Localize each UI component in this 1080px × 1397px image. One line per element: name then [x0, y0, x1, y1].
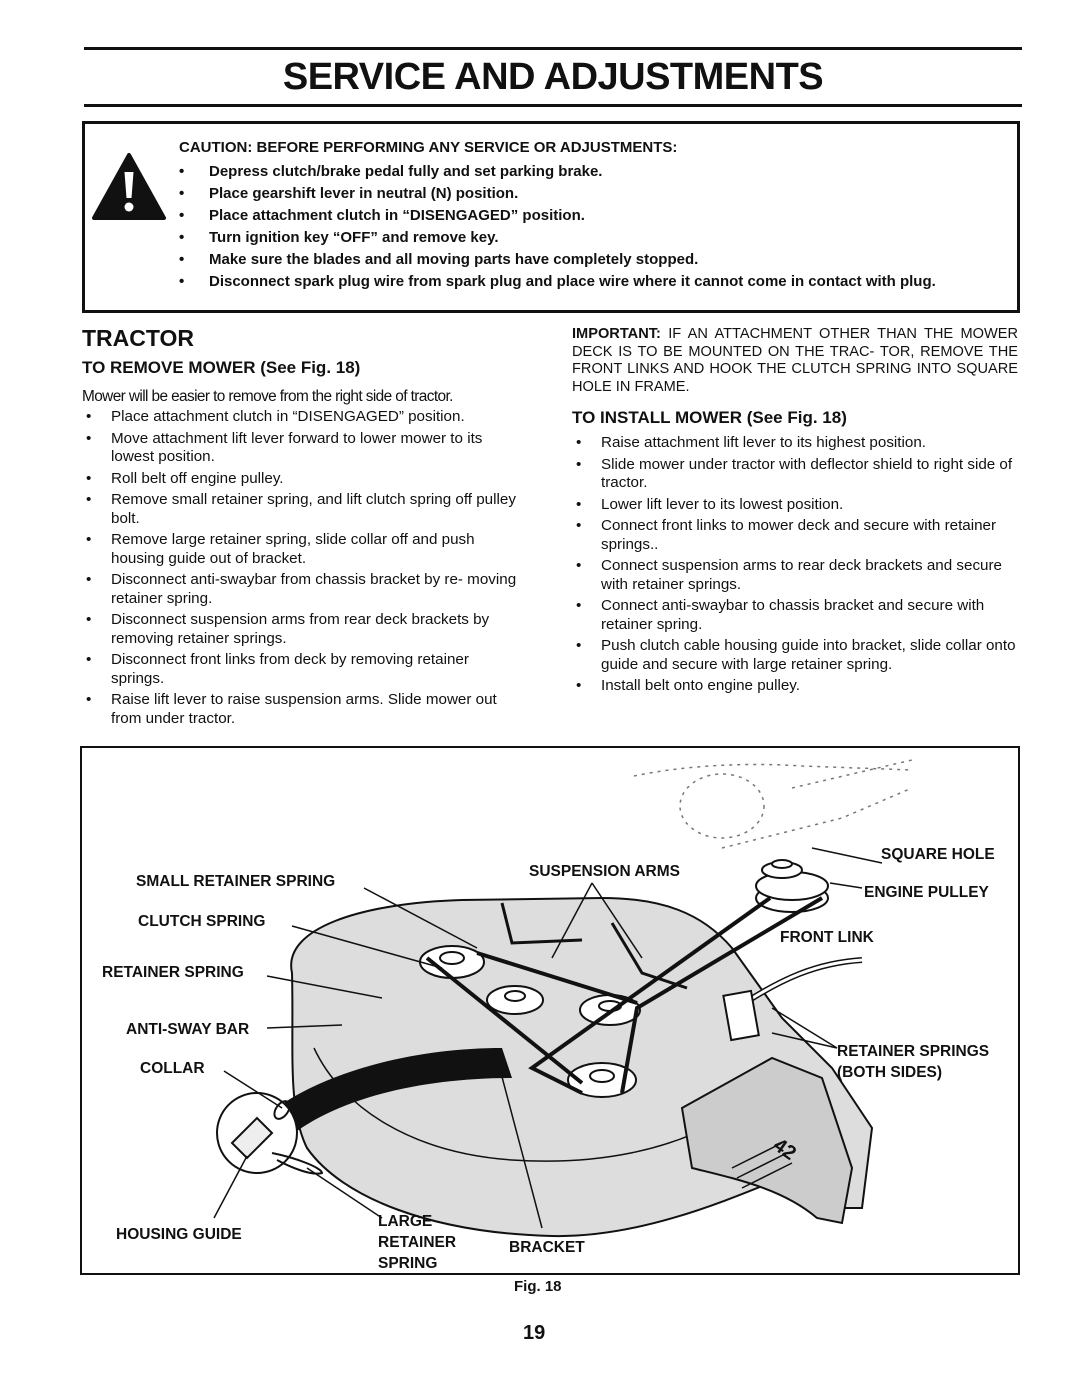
remove-mower-heading: TO REMOVE MOWER (See Fig. 18) — [82, 358, 361, 377]
important-note: IMPORTANT: IF AN ATTACHMENT OTHER THAN T… — [572, 326, 1018, 396]
caution-item: Place attachment clutch in “DISENGAGED” … — [179, 207, 999, 224]
label-large-retainer-spring-line1: LARGE — [378, 1213, 433, 1230]
label-housing-guide: HOUSING GUIDE — [116, 1226, 242, 1243]
remove-step: Disconnect front links from deck by remo… — [82, 651, 522, 688]
label-retainer-springs-line2: (BOTH SIDES) — [837, 1064, 943, 1081]
label-retainer-springs-line1: RETAINER SPRINGS — [837, 1043, 990, 1060]
suspension-arms — [500, 902, 688, 990]
page-number: 19 — [523, 1322, 546, 1344]
install-step: Connect suspension arms to rear deck bra… — [572, 557, 1018, 594]
caution-heading: CAUTION: BEFORE PERFORMING ANY SERVICE O… — [179, 139, 678, 156]
remove-mower-lead: Mower will be easier to remove from the … — [82, 388, 453, 405]
label-suspension-arms: SUSPENSION ARMS — [529, 863, 681, 880]
remove-mower-steps: Place attachment clutch in “DISENGAGED” … — [82, 408, 522, 731]
caution-item: Make sure the blades and all moving part… — [179, 251, 999, 268]
caution-item: Place gearshift lever in neutral (N) pos… — [179, 185, 999, 202]
remove-step: Disconnect anti-swaybar from chassis bra… — [82, 571, 522, 608]
leader-lines — [213, 847, 883, 1229]
engine-pulley — [755, 859, 829, 913]
install-step: Lower lift lever to its lowest position. — [572, 496, 1018, 515]
warning-icon — [92, 153, 166, 220]
install-step: Connect anti-swaybar to chassis bracket … — [572, 597, 1018, 634]
title-rule-top — [84, 47, 1022, 50]
caution-list: Depress clutch/brake pedal fully and set… — [179, 163, 999, 295]
figure-frame: 42 — [80, 746, 1020, 1275]
label-clutch-spring: CLUTCH SPRING — [138, 913, 266, 930]
front-link-bracket — [722, 989, 760, 1042]
figure-caption: Fig. 18 — [514, 1278, 562, 1295]
label-retainer-spring: RETAINER SPRING — [102, 964, 244, 981]
label-front-link: FRONT LINK — [780, 929, 874, 946]
cable-guide — [252, 1048, 512, 1143]
label-square-hole: SQUARE HOLE — [881, 846, 995, 863]
install-step: Connect front links to mower deck and se… — [572, 517, 1018, 554]
install-mower-heading: TO INSTALL MOWER (See Fig. 18) — [572, 408, 847, 427]
remove-step: Raise lift lever to raise suspension arm… — [82, 691, 522, 728]
important-label: IMPORTANT: — [572, 326, 661, 342]
label-bracket: BRACKET — [509, 1239, 585, 1256]
remove-step: Roll belt off engine pulley. — [82, 470, 522, 489]
install-mower-steps: Raise attachment lift lever to its highe… — [572, 434, 1018, 699]
label-anti-sway-bar: ANTI-SWAY BAR — [126, 1021, 250, 1038]
install-step: Push clutch cable housing guide into bra… — [572, 637, 1018, 674]
remove-step: Remove small retainer spring, and lift c… — [82, 491, 522, 528]
label-large-retainer-spring-line3: SPRING — [378, 1255, 438, 1272]
remove-step: Move attachment lift lever forward to lo… — [82, 430, 522, 467]
mower-deck-illustration: 42 — [213, 759, 913, 1238]
label-small-retainer-spring: SMALL RETAINER SPRING — [136, 873, 336, 890]
label-collar: COLLAR — [140, 1060, 205, 1077]
remove-step: Disconnect suspension arms from rear dec… — [82, 611, 522, 648]
remove-step: Place attachment clutch in “DISENGAGED” … — [82, 408, 522, 427]
label-engine-pulley: ENGINE PULLEY — [864, 884, 989, 901]
caution-box: CAUTION: BEFORE PERFORMING ANY SERVICE O… — [82, 121, 1020, 313]
caution-item: Turn ignition key “OFF” and remove key. — [179, 229, 999, 246]
collar-detail — [230, 1100, 324, 1175]
drive-belt — [425, 896, 824, 1095]
caution-item: Disconnect spark plug wire from spark pl… — [179, 273, 999, 290]
label-large-retainer-spring-line2: RETAINER — [378, 1234, 457, 1251]
section-heading: TRACTOR — [82, 325, 195, 351]
title-rule-bottom — [84, 104, 1022, 107]
discharge-chute — [680, 1056, 854, 1225]
install-step: Install belt onto engine pulley. — [572, 677, 1018, 696]
install-step: Raise attachment lift lever to its highe… — [572, 434, 1018, 453]
tractor-frame-outline — [633, 759, 913, 849]
pulleys — [419, 945, 641, 1098]
caution-item: Depress clutch/brake pedal fully and set… — [179, 163, 999, 180]
install-step: Slide mower under tractor with deflector… — [572, 456, 1018, 493]
remove-step: Remove large retainer spring, slide coll… — [82, 531, 522, 568]
important-text: IF AN ATTACHMENT OTHER THAN THE MOWER DE… — [572, 326, 1018, 395]
page-title: SERVICE AND ADJUSTMENTS — [282, 56, 824, 98]
